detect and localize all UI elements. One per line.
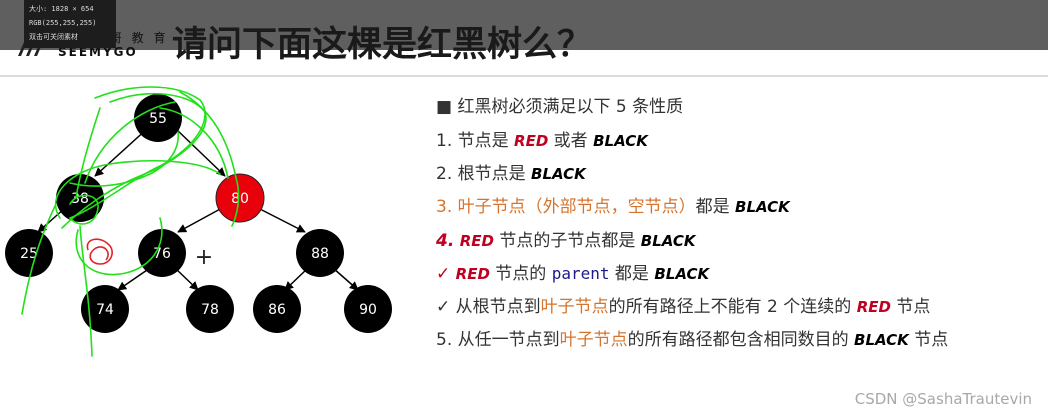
rule-4b: ✓ 从根节点到叶子节点的所有路径上不能有 2 个连续的 RED 节点: [436, 292, 930, 317]
node-label-25: 25: [20, 246, 38, 262]
rules-heading: ■ 红黑树必须满足以下 5 条性质: [436, 97, 684, 117]
rule-4a: ✓ RED 节点的 parent 都是 BLACK: [436, 259, 709, 284]
page-title: 请问下面这棵是红黑树么？: [172, 25, 593, 65]
rule-5: 5. 从任一节点到叶子节点的所有路径都包含相同数目的 BLACK 节点: [436, 325, 948, 350]
rule-5-black: BLACK: [854, 331, 909, 349]
csdn-watermark: CSDN @SashaTrautevin: [854, 390, 1032, 408]
image-info-tooltip: 大小: 1828 × 654 RGB(255,255,255) 双击可关闭素材: [24, 0, 116, 48]
rule-4-black: BLACK: [640, 232, 696, 250]
rule-1-red: RED: [514, 132, 549, 150]
rule-4-red: RED: [459, 232, 494, 250]
node-label-86: 86: [268, 302, 286, 318]
info-close-hint: 双击可关闭素材: [29, 33, 78, 41]
rule-4b-tail: 节点: [890, 297, 931, 317]
tree-node-90: 90: [344, 285, 392, 333]
tree-node-55: 55: [134, 94, 182, 142]
rule-4b-pre: ✓ 从根节点到: [436, 297, 541, 317]
rule-4a-check-icon: ✓: [436, 264, 456, 284]
edge-80-76: [177, 207, 223, 233]
edge-55-80: [174, 127, 226, 177]
tree-node-78: 78: [186, 285, 234, 333]
rule-4b-red: RED: [856, 298, 891, 316]
rule-4: 4. RED 节点的子节点都是 BLACK: [436, 226, 696, 251]
header-bar: [0, 0, 1048, 77]
edge-88-86: [284, 267, 309, 291]
edge-76-74: [117, 267, 151, 291]
rule-3-mid: 都是: [695, 197, 736, 217]
rule-3: 3. 叶子节点（外部节点，空节点）都是 BLACK: [436, 192, 790, 217]
red-black-tree-diagram: 55 38 80 25 76 88 74 78 86 90 +: [5, 86, 392, 357]
rule-4a-mid: 节点的: [489, 264, 552, 284]
header-divider: [0, 75, 1048, 77]
edge-55-38: [94, 127, 149, 177]
rule-1: 1. 节点是 RED 或者 BLACK: [436, 126, 648, 151]
tree-edges: [37, 127, 359, 291]
tree-node-86: 86: [253, 285, 301, 333]
green-scribble-annotation: [21, 86, 240, 357]
rule-5-mid: 的所有路径都包含相同数目的: [627, 330, 855, 350]
info-rgb: RGB(255,255,255): [29, 19, 97, 27]
rule-4-mid: 节点的子节点都是: [493, 231, 641, 251]
node-label-90: 90: [359, 302, 377, 318]
rule-2-black: BLACK: [531, 165, 586, 183]
rule-5-tail: 节点: [908, 330, 949, 350]
edge-76-78: [174, 267, 199, 291]
rule-4a-code: parent: [551, 264, 610, 283]
node-label-55: 55: [149, 111, 167, 127]
rule-4b-mid: 的所有路径上不能有 2 个连续的: [608, 297, 857, 317]
tree-node-80: 80: [215, 173, 265, 223]
rule-5-orange: 叶子节点: [559, 330, 628, 350]
rule-1-mid: 或者: [548, 131, 594, 151]
logo-english: SEEMYGO: [58, 45, 138, 59]
tree-node-25: 25: [5, 229, 53, 277]
info-size: 大小: 1828 × 654: [29, 5, 94, 13]
tree-node-74: 74: [81, 285, 129, 333]
rule-2: 2. 根节点是 BLACK: [436, 159, 586, 184]
tree-node-88: 88: [296, 229, 344, 277]
plus-annotation: +: [195, 245, 213, 270]
rule-5-pre: 5. 从任一节点到: [436, 330, 560, 350]
node-label-78: 78: [201, 302, 219, 318]
rule-4b-orange: 叶子节点: [540, 297, 609, 317]
rule-3-black: BLACK: [735, 198, 790, 216]
node-label-74: 74: [96, 302, 114, 318]
node-label-88: 88: [311, 246, 329, 262]
header-shade: [0, 0, 1048, 50]
rule-2-prefix: 2. 根节点是: [436, 164, 532, 184]
rule-4-number: 4.: [436, 231, 455, 251]
edge-38-25: [37, 207, 66, 233]
rule-1-black: BLACK: [593, 132, 648, 150]
rule-4a-tail: 都是: [609, 264, 655, 284]
rule-4a-black: BLACK: [654, 265, 710, 283]
edge-88-90: [332, 267, 359, 291]
rule-1-prefix: 1. 节点是: [436, 131, 515, 151]
edge-80-88: [257, 207, 306, 233]
rule-4a-red: RED: [455, 265, 490, 283]
red-scribble-annotation: [86, 238, 113, 265]
node-label-80: 80: [231, 191, 249, 207]
rule-3-prefix: 3. 叶子节点（外部节点，空节点）: [436, 197, 696, 217]
